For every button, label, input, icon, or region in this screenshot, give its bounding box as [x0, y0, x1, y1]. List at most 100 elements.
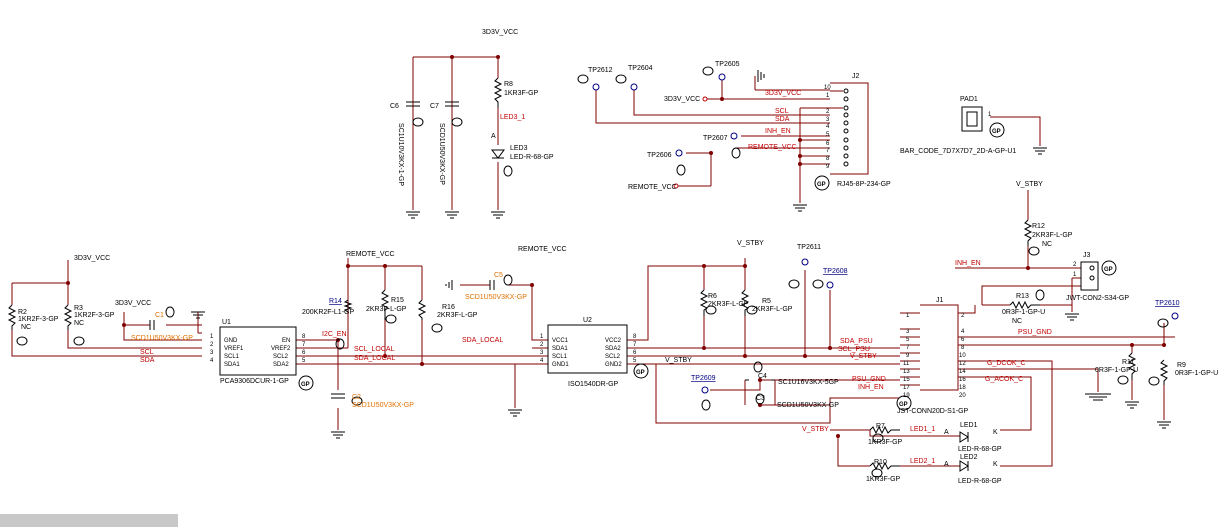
svg-text:5: 5: [906, 337, 910, 343]
svg-text:2: 2: [210, 342, 214, 348]
led3-ref: LED3: [510, 145, 528, 152]
r2-ref: R2: [18, 309, 27, 316]
r11-value: 0R3F-1-GP-U: [1095, 367, 1138, 374]
marker-icons: [16, 66, 1169, 478]
svg-text:10: 10: [824, 85, 831, 91]
u2-ic-body: [547, 324, 628, 374]
r13-nc: NC: [1012, 318, 1022, 325]
psu-gnd-j1: PSU_GND: [852, 376, 886, 383]
r14-ref: R14: [329, 298, 342, 305]
svg-text:7: 7: [826, 148, 830, 154]
u2-pin-gnd1: GND1: [552, 362, 569, 368]
j2-value: RJ45-8P-234-GP: [837, 181, 891, 188]
c1-ref: C1: [155, 312, 164, 319]
tp2605-ref: TP2605: [715, 61, 740, 68]
u2-ref: U2: [583, 317, 592, 324]
c2-value: SCD1U50V3KX-GP: [352, 402, 414, 409]
u2-pin-gnd2: GND2: [605, 362, 622, 368]
svg-text:7: 7: [906, 345, 910, 351]
svg-text:2: 2: [540, 342, 544, 348]
net-sda-j2: SDA: [775, 116, 790, 123]
u1-pin-en: EN: [282, 338, 290, 344]
c1-value: SCD1U50V3KX-GP: [131, 335, 193, 342]
gp-badge-u2: GP: [636, 370, 645, 376]
r7-ref: R7: [876, 423, 885, 430]
svg-text:18: 18: [959, 385, 966, 391]
r7-value: 1KR3F-GP: [868, 439, 903, 446]
r13-ref: R13: [1016, 293, 1029, 300]
svg-text:3: 3: [826, 117, 830, 123]
led1-net: LED1_1: [910, 426, 935, 433]
r13-value: 0R3F-1-GP-U: [1002, 309, 1045, 316]
i2c-en-net: I2C_EN: [322, 331, 347, 338]
svg-text:17: 17: [903, 385, 910, 391]
r2-nc: NC: [21, 324, 31, 331]
led1-value: LED-R-68-GP: [958, 446, 1002, 453]
psu-gnd-right: PSU_GND: [1018, 329, 1052, 336]
net-sda-left: SDA: [140, 357, 155, 364]
u1-pin-scl2: SCL2: [273, 354, 289, 360]
labels: 3D3V_VCC C6 SC1U10V3KX-1-GP C7 SCD1U50V3…: [18, 29, 1218, 485]
svg-text:12: 12: [959, 361, 966, 367]
svg-text:13: 13: [903, 369, 910, 375]
led3-anode: A: [491, 133, 496, 140]
u1-pin-sda1: SDA1: [224, 362, 240, 368]
r14-value: 200KR2F-L1-GP: [302, 309, 354, 316]
svg-text:8: 8: [826, 156, 830, 162]
svg-text:6: 6: [961, 337, 965, 343]
r10-ref: R10: [874, 459, 887, 466]
svg-text:2: 2: [826, 109, 830, 115]
led1-ref: LED1: [960, 422, 978, 429]
r12-nc: NC: [1042, 241, 1052, 248]
gp-badge-u1: GP: [301, 382, 310, 388]
j3-value: JWT-CON2-S34-GP: [1066, 295, 1129, 302]
svg-text:20: 20: [959, 393, 966, 399]
svg-text:7: 7: [302, 342, 306, 348]
j2-3v3-in: 3D3V_VCC: [664, 96, 700, 103]
svg-text:9: 9: [906, 353, 910, 359]
svg-text:1: 1: [210, 334, 214, 340]
r12-ref: R12: [1032, 223, 1045, 230]
svg-text:5: 5: [302, 358, 306, 364]
inh-en-j1: INH_EN: [858, 384, 884, 391]
r16-ref: R16: [442, 304, 455, 311]
j1-value: JST-CONN20D-S1-GP: [897, 408, 969, 415]
c7-value: SCD1U50V3KX-GP: [438, 123, 445, 185]
led2-cathode: K: [993, 461, 998, 468]
j3-ref: J3: [1083, 252, 1091, 259]
svg-text:2: 2: [961, 313, 965, 319]
svg-text:1: 1: [826, 93, 830, 99]
u1-ic-body: [219, 326, 297, 376]
svg-text:4: 4: [826, 124, 830, 130]
r11-ref: R11: [1122, 359, 1134, 366]
r12-value: 2KR3F-L-GP: [1032, 232, 1073, 239]
u2-pin-vcc2: VCC2: [605, 338, 622, 344]
v-stby-j1: V_STBY: [850, 353, 877, 360]
j2-3v3-red: 3D3V_VCC: [765, 90, 801, 97]
scl-local-net: SCL_LOCAL: [354, 346, 395, 353]
c4-ref: C4: [758, 373, 767, 380]
led2-anode: A: [944, 461, 949, 468]
tp2612-ref: TP2612: [588, 67, 613, 74]
svg-text:3: 3: [210, 350, 214, 356]
g-dcok-net: G_DCOK_C: [987, 360, 1026, 367]
u2-pin-sda1: SDA1: [552, 346, 568, 352]
c6-ref: C6: [390, 103, 399, 110]
scl-psu-net: SCL_PSU: [838, 346, 870, 353]
u1-pin-scl1: SCL1: [224, 354, 240, 360]
pin-numbers: 101 23 45 67 89 12 34 87 65 12 34 87 65 …: [210, 85, 1077, 399]
remote-vcc-tp: REMOTE_VCC: [628, 184, 677, 191]
tp2604-ref: TP2604: [628, 65, 653, 72]
v-stby-r7: V_STBY: [802, 426, 829, 433]
u2-pin-scl1: SCL1: [552, 354, 568, 360]
svg-text:9: 9: [826, 164, 830, 170]
symbols: [7, 77, 1169, 472]
bottom-scroll-strip[interactable]: [0, 514, 178, 527]
led1-anode: A: [944, 429, 949, 436]
r10-value: 1KR3F-GP: [866, 476, 901, 483]
r16-value: 2KR3F-L-GP: [437, 312, 478, 319]
svg-text:3: 3: [906, 329, 910, 335]
led3-value: LED-R-68-GP: [510, 154, 554, 161]
u1-pin-vref1: VREF1: [224, 346, 244, 352]
svg-text:1: 1: [1073, 272, 1077, 278]
